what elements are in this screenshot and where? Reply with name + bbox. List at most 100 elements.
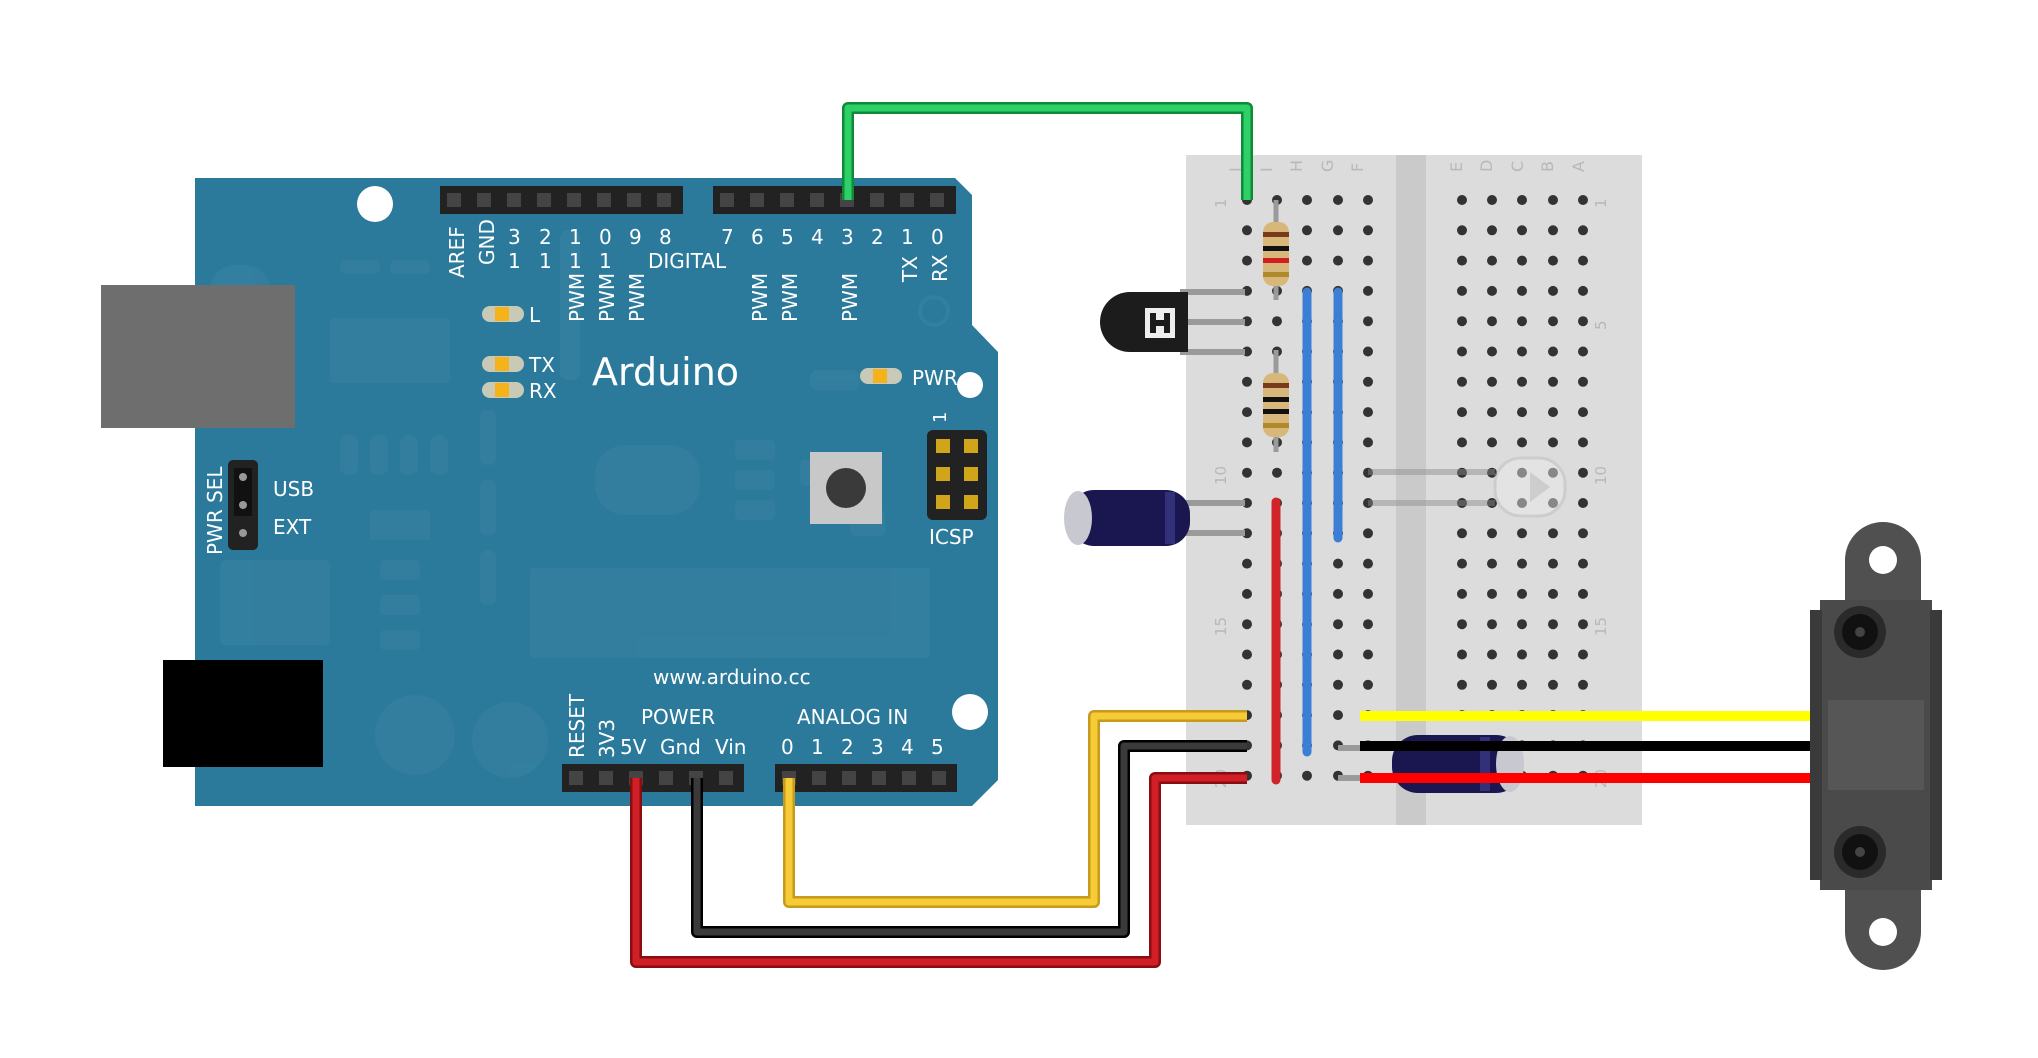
digital-header-right bbox=[713, 186, 956, 214]
breadboard-hole bbox=[1487, 558, 1497, 569]
breadboard-center-channel bbox=[1396, 155, 1426, 825]
breadboard-hole bbox=[1242, 558, 1252, 569]
wire-black-gnd bbox=[691, 740, 1247, 938]
analog-pin bbox=[812, 771, 826, 785]
breadboard-hole bbox=[1363, 588, 1373, 599]
pin-label-9: 9 bbox=[629, 225, 642, 249]
digital-pin bbox=[720, 193, 734, 207]
breadboard-hole bbox=[1333, 679, 1343, 690]
breadboard-hole bbox=[1363, 407, 1373, 418]
arduino-brand: Arduino bbox=[592, 350, 739, 394]
resistor-bottom bbox=[1263, 350, 1289, 452]
breadboard-hole bbox=[1242, 376, 1252, 387]
bb-col-c: C bbox=[1508, 161, 1527, 172]
breadboard-hole bbox=[1363, 558, 1373, 569]
breadboard-hole bbox=[1242, 255, 1252, 266]
breadboard-hole bbox=[1578, 498, 1588, 508]
bb-row-1-right: 1 bbox=[1592, 198, 1610, 208]
pin-label-12-bottom: 1 bbox=[539, 249, 552, 273]
pin-label-reset: RESET bbox=[565, 693, 589, 758]
breadboard-hole bbox=[1333, 619, 1343, 630]
breadboard-hole bbox=[1242, 467, 1252, 478]
bb-col-h: H bbox=[1287, 160, 1306, 172]
tx-label: TX bbox=[898, 256, 922, 283]
breadboard-hole bbox=[1457, 528, 1467, 539]
breadboard-hole bbox=[1457, 346, 1467, 357]
led-rx-label: RX bbox=[529, 379, 557, 403]
breadboard-hole bbox=[1487, 679, 1497, 690]
digital-pin-holes bbox=[447, 193, 944, 207]
pin-label-5v: 5V bbox=[620, 735, 647, 759]
breadboard-hole bbox=[1517, 285, 1527, 296]
pin-label-2: 2 bbox=[871, 225, 884, 249]
breadboard-hole bbox=[1578, 195, 1588, 205]
breadboard-hole bbox=[1363, 467, 1373, 478]
breadboard-column-labels: J I H G F E D C B A bbox=[1226, 160, 1588, 173]
pin-label-8: 8 bbox=[659, 225, 672, 249]
pin-label-aref: AREF bbox=[445, 226, 469, 278]
breadboard-hole bbox=[1302, 255, 1312, 266]
breadboard: J I H G F E D C B A 1 10 15 20 1 5 10 15… bbox=[1186, 155, 1642, 825]
breadboard-hole bbox=[1363, 376, 1373, 387]
digital-pin bbox=[597, 193, 611, 207]
pwm-label-5: PWM bbox=[778, 273, 802, 322]
breadboard-hole bbox=[1548, 467, 1558, 478]
breadboard-hole bbox=[1548, 225, 1558, 236]
breadboard-hole bbox=[1333, 588, 1343, 599]
breadboard-hole bbox=[1457, 498, 1467, 508]
icsp-pin1-label: 1 bbox=[930, 412, 951, 423]
digital-pin bbox=[477, 193, 491, 207]
breadboard-hole bbox=[1333, 225, 1343, 236]
digital-header-left bbox=[440, 186, 683, 214]
digital-pin bbox=[870, 193, 884, 207]
breadboard-hole bbox=[1457, 195, 1467, 205]
breadboard-hole bbox=[1487, 588, 1497, 599]
breadboard-hole bbox=[1548, 285, 1558, 296]
icsp-pins bbox=[936, 439, 978, 509]
breadboard-hole bbox=[1457, 467, 1467, 478]
pin-label-10-top: 0 bbox=[599, 225, 612, 249]
breadboard-hole bbox=[1548, 558, 1558, 569]
pin-label-5: 5 bbox=[781, 225, 794, 249]
bb-col-j: J bbox=[1226, 167, 1245, 173]
breadboard-hole bbox=[1578, 558, 1588, 569]
usb-connector bbox=[101, 285, 295, 428]
breadboard-hole bbox=[1548, 376, 1558, 387]
breadboard-hole bbox=[1302, 225, 1312, 236]
breadboard-hole bbox=[1487, 498, 1497, 508]
led-rx bbox=[482, 382, 524, 398]
rx-label: RX bbox=[928, 254, 952, 282]
power-pin bbox=[599, 771, 613, 785]
pin-label-3: 3 bbox=[841, 225, 854, 249]
breadboard-row-marks: 1 10 15 20 1 5 10 15 20 bbox=[1212, 198, 1610, 788]
breadboard-hole bbox=[1548, 437, 1558, 448]
breadboard-hole bbox=[1517, 225, 1527, 236]
breadboard-hole bbox=[1487, 649, 1497, 660]
breadboard-hole bbox=[1578, 649, 1588, 660]
breadboard-hole bbox=[1578, 285, 1588, 296]
analog-pin bbox=[902, 771, 916, 785]
breadboard-hole bbox=[1242, 225, 1252, 236]
pin-label-0: 0 bbox=[931, 225, 944, 249]
breadboard-hole bbox=[1548, 649, 1558, 660]
led-component bbox=[1368, 456, 1567, 518]
breadboard-hole bbox=[1487, 528, 1497, 539]
breadboard-hole bbox=[1242, 407, 1252, 418]
breadboard-hole bbox=[1487, 285, 1497, 296]
breadboard-hole bbox=[1578, 467, 1588, 478]
breadboard-hole bbox=[1457, 588, 1467, 599]
breadboard-hole bbox=[1242, 619, 1252, 630]
led-pwr-label: PWR bbox=[912, 366, 958, 390]
breadboard-hole bbox=[1548, 619, 1558, 630]
bb-col-f: F bbox=[1348, 163, 1367, 172]
bb-col-d: D bbox=[1477, 160, 1496, 172]
mount-hole-top bbox=[357, 186, 393, 222]
digital-pin bbox=[657, 193, 671, 207]
breadboard-hole bbox=[1517, 316, 1527, 327]
breadboard-hole bbox=[1487, 255, 1497, 266]
pin-label-7: 7 bbox=[721, 225, 734, 249]
pin-label-1: 1 bbox=[901, 225, 914, 249]
breadboard-hole bbox=[1578, 225, 1588, 236]
breadboard-hole bbox=[1517, 498, 1527, 508]
